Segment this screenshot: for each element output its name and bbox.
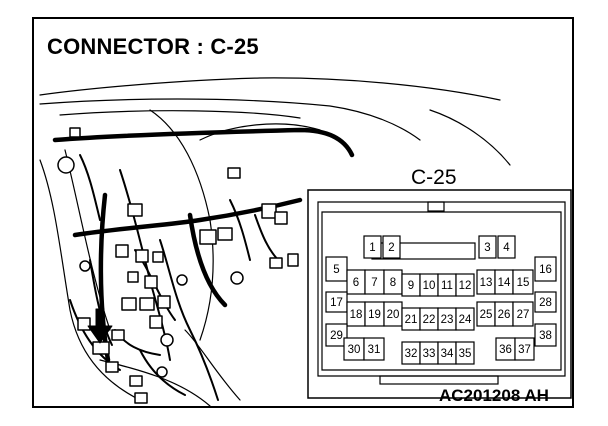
- diagram-title: CONNECTOR : C-25: [47, 34, 259, 59]
- pin-cell-31: [363, 337, 385, 361]
- pin-number-38: 38: [539, 330, 552, 342]
- pin-number-11: 11: [441, 280, 453, 292]
- pin-number-1: 1: [369, 242, 375, 254]
- pin-number-2: 2: [388, 242, 394, 254]
- pin-number-13: 13: [480, 277, 493, 289]
- pin-number-35: 35: [459, 348, 472, 360]
- pin-number-24: 24: [459, 314, 472, 326]
- pin-number-26: 26: [498, 309, 511, 321]
- pin-number-15: 15: [517, 277, 530, 289]
- pin-cell-16: [534, 256, 557, 282]
- pin-cell-37: [514, 337, 535, 361]
- pin-number-3: 3: [484, 242, 490, 254]
- pin-grid: [325, 235, 557, 365]
- reference-code: AC201208 AH: [439, 386, 549, 405]
- pin-cell-12: [455, 273, 475, 297]
- pin-number-32: 32: [405, 348, 418, 360]
- pin-cell-27: [512, 301, 534, 327]
- pin-number-31: 31: [368, 344, 381, 356]
- pin-cell-1: [363, 235, 382, 259]
- pin-number-28: 28: [539, 297, 552, 309]
- connector-housing: [317, 201, 566, 377]
- pin-number-14: 14: [498, 277, 511, 289]
- pin-number-30: 30: [348, 344, 361, 356]
- pin-cell-35: [455, 341, 475, 365]
- pin-number-7: 7: [371, 277, 377, 289]
- pin-number-22: 22: [423, 314, 436, 326]
- pin-cell-38: [534, 323, 557, 347]
- pin-cell-28: [534, 291, 557, 313]
- pin-number-19: 19: [368, 309, 381, 321]
- pin-number-34: 34: [441, 348, 454, 360]
- harness-connectors: [57, 127, 299, 404]
- pin-number-29: 29: [330, 330, 343, 342]
- connector-label: C-25: [411, 166, 457, 189]
- pin-number-36: 36: [499, 344, 512, 356]
- pin-number-4: 4: [503, 242, 510, 254]
- pin-cell-2: [382, 235, 401, 259]
- pin-number-17: 17: [330, 297, 343, 309]
- pin-cell-15: [512, 269, 534, 295]
- pin-cell-5: [325, 256, 348, 282]
- pin-cell-4: [497, 235, 516, 259]
- pin-cell-24: [455, 307, 475, 331]
- pin-number-23: 23: [441, 314, 454, 326]
- pin-number-8: 8: [390, 277, 396, 289]
- pin-cell-29: [325, 323, 348, 347]
- pin-cell-3: [478, 235, 497, 259]
- main-harness-bundle: [52, 127, 355, 363]
- pin-number-33: 33: [423, 348, 436, 360]
- pin-number-16: 16: [539, 264, 552, 276]
- location-arrow: [87, 308, 113, 344]
- pin-number-5: 5: [333, 264, 339, 276]
- pin-number-18: 18: [350, 309, 363, 321]
- pin-number-37: 37: [518, 344, 531, 356]
- pin-number-27: 27: [517, 309, 530, 321]
- pin-number-12: 12: [459, 280, 472, 292]
- pin-number-6: 6: [353, 277, 359, 289]
- pin-number-21: 21: [405, 314, 418, 326]
- pin-number-10: 10: [423, 280, 436, 292]
- pin-number-9: 9: [408, 280, 414, 292]
- pin-number-20: 20: [387, 309, 400, 321]
- pin-number-25: 25: [480, 309, 493, 321]
